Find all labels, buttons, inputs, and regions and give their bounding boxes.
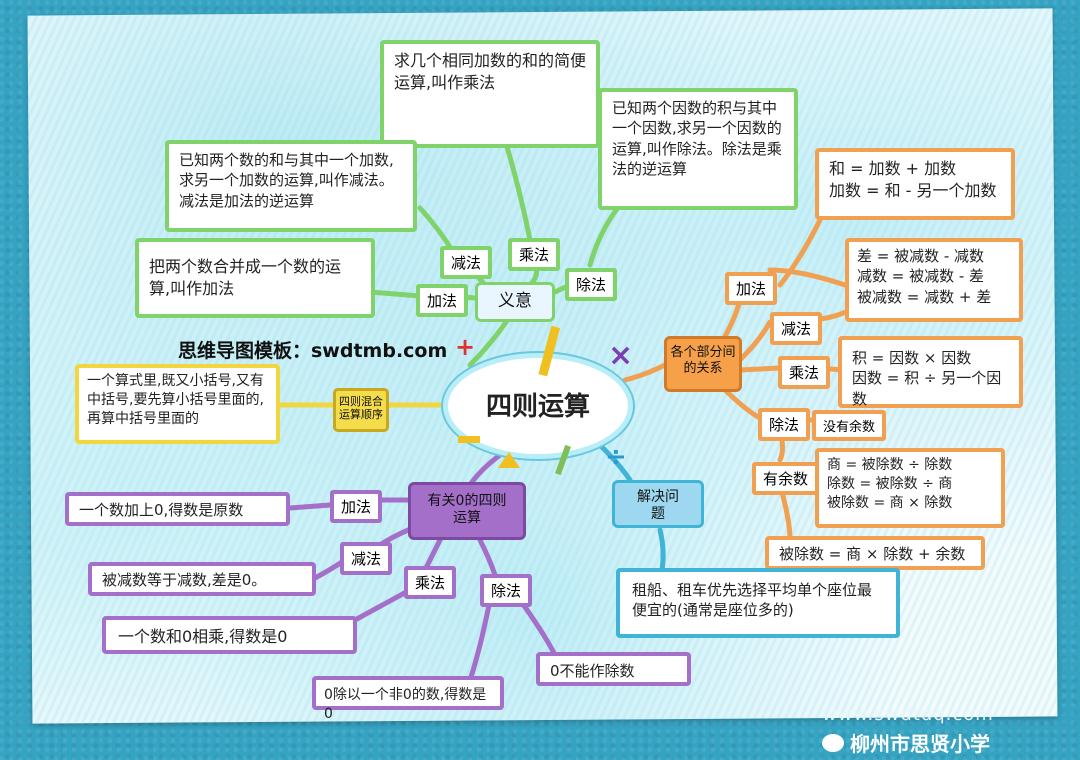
meaning-mul-text: 求几个相同加数的和的简便运算,叫作乘法 [394,51,587,92]
meaning-div-label: 除法 [565,268,618,301]
zero-sub-box: 被减数等于减数,差是0。 [88,562,316,596]
relations-no-remainder-label: 没有余数 [812,410,887,441]
order-title-book: 四则混合运算顺序 [333,388,389,432]
meaning-div-box: 已知两个因数的积与其中一个因数,求另一个因数的运算,叫作除法。除法是乘法的逆运算 [598,88,798,210]
zero-add-box: 一个数加上0,得数是原数 [65,492,290,526]
order-box: 一个算式里,既又小括号,又有中括号,要先算小括号里面的,再算中括号里面的 [75,364,280,444]
zero-sub-label: 减法 [340,542,393,575]
meaning-sub-label: 减法 [440,246,493,279]
relations-div-box: 商 = 被除数 ÷ 除数 除数 = 被除数 ÷ 商 被除数 = 商 × 除数 [815,448,1005,528]
solve-box: 租船、租车优先选择平均单个座位最便宜的(通常是座位多的) [616,568,900,638]
plus-icon: + [455,333,475,361]
relations-mul-line-2: 因数 = 积 ÷ 另一个因数 [852,369,1002,408]
relations-div-line-2: 除数 = 被除数 ÷ 商 [827,475,953,492]
relations-add-label: 加法 [725,272,778,305]
order-text: 一个算式里,既又小括号,又有中括号,要先算小括号里面的,再算中括号里面的 [87,373,264,427]
pencil-icon [555,444,571,476]
zero-sub-text: 被减数等于减数,差是0。 [102,571,267,589]
wechat-icon [822,733,844,752]
minus-icon [458,436,480,443]
relations-title-book: 各个部分间的关系 [664,336,742,392]
solve-title-book: 解决问题 [612,480,704,528]
relations-div-label: 除法 [758,408,811,441]
relations-sub-line-1: 差 = 被减数 - 减数 [857,247,985,265]
relations-rem-box: 被除数 = 商 × 除数 + 余数 [765,536,985,570]
meaning-sub-text: 已知两个数的和与其中一个加数,求另一个加数的运算,叫作减法。减法是加法的逆运算 [179,151,394,210]
zero-div-text-1: 0除以一个非0的数,得数是0 [324,687,487,722]
meaning-sub-box: 已知两个数的和与其中一个加数,求另一个加数的运算,叫作减法。减法是加法的逆运算 [165,140,417,232]
relations-rem-text: 被除数 = 商 × 除数 + 余数 [779,545,966,563]
relations-rem-label: 有余数 [752,462,820,495]
meaning-title: 义意 [498,291,532,311]
times-icon: × [608,338,633,373]
meaning-div-text: 已知两个因数的积与其中一个因数,求另一个因数的运算,叫作除法。除法是乘法的逆运算 [612,99,782,178]
relations-div-line-3: 被除数 = 商 × 除数 [827,494,953,511]
template-watermark: 思维导图模板：swdtmb.com [178,340,448,362]
relations-add-box: 和 = 加数 + 加数 加数 = 和 - 另一个加数 [815,148,1015,220]
zero-mul-box: 一个数和0相乘,得数是0 [102,616,357,654]
meaning-mul-box: 求几个相同加数的和的简便运算,叫作乘法 [380,40,600,148]
zero-title: 有关0的四则运算 [427,493,507,526]
order-title: 四则混合运算顺序 [339,395,383,422]
meaning-mul-label: 乘法 [508,238,561,271]
relations-sub-line-2: 减数 = 被减数 - 差 [857,267,985,286]
zero-add-text: 一个数加上0,得数是原数 [79,501,244,519]
center-title: 四则运算 [485,392,590,422]
meaning-add-text: 把两个数合并成一个数的运算,叫作加法 [149,257,342,298]
relations-add-line-2: 加数 = 和 - 另一个加数 [829,180,997,200]
relations-mul-line-1: 积 = 因数 × 因数 [852,349,972,367]
relations-sub-box: 差 = 被减数 - 减数 减数 = 被减数 - 差 被减数 = 减数 + 差 [845,238,1023,322]
zero-add-label: 加法 [330,490,383,523]
ruler-icon [538,325,561,377]
meaning-title-book: 义意 [475,282,555,322]
relations-mul-box: 积 = 因数 × 因数 因数 = 积 ÷ 另一个因数 [838,336,1023,408]
site-watermark: www.swdtdq.com [822,704,994,725]
school-name: 柳州市思贤小学 [850,732,990,756]
zero-div-label: 除法 [480,574,533,607]
meaning-add-label: 加法 [416,284,469,317]
solve-title: 解决问题 [637,489,679,522]
solve-text: 租船、租车优先选择平均单个座位最便宜的(通常是座位多的) [632,581,873,620]
zero-div-box-2: 0不能作除数 [536,652,691,686]
relations-sub-label: 减法 [770,312,823,345]
zero-div-text-2: 0不能作除数 [550,662,635,680]
triangle-icon [498,452,520,468]
relations-div-line-1: 商 = 被除数 ÷ 除数 [827,457,953,473]
zero-title-book: 有关0的四则运算 [408,482,526,540]
relations-title: 各个部分间的关系 [670,345,736,376]
zero-mul-label: 乘法 [404,566,457,599]
zero-mul-text: 一个数和0相乘,得数是0 [118,627,288,646]
relations-mul-label: 乘法 [778,356,831,389]
meaning-add-box: 把两个数合并成一个数的运算,叫作加法 [135,238,375,318]
school-watermark: 柳州市思贤小学 [822,728,990,757]
zero-div-box-1: 0除以一个非0的数,得数是0 [312,676,504,722]
relations-sub-line-3: 被减数 = 减数 + 差 [857,287,992,306]
relations-add-line-1: 和 = 加数 + 加数 [829,159,957,178]
divide-icon: ÷ [605,442,627,472]
